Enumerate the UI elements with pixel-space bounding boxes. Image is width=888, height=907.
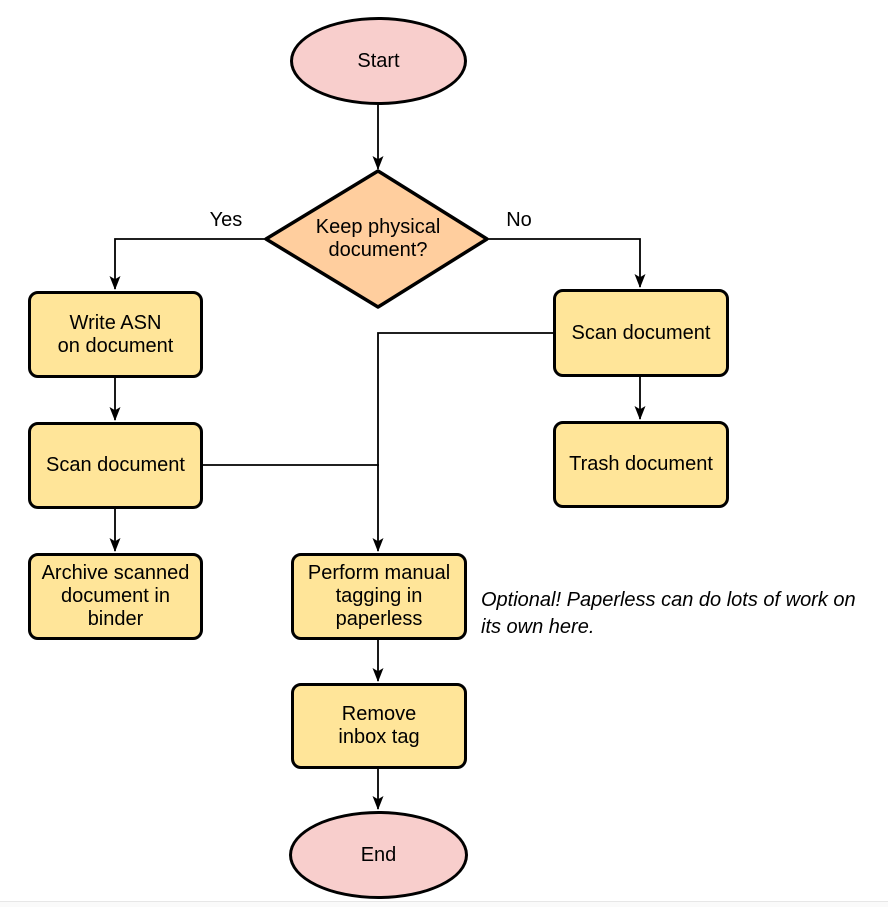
annotation-optional-note: Optional! Paperless can do lots of work … xyxy=(481,589,856,638)
edge-scan-right-to-perform-tagging xyxy=(372,332,553,552)
node-start: Start xyxy=(290,17,467,105)
edge-decision-no-to-scan-right xyxy=(487,238,646,288)
edge-label-no: No xyxy=(506,209,532,231)
edge-decision-yes-to-write-asn xyxy=(109,238,266,290)
node-trash-document: Trash document xyxy=(553,421,729,508)
node-archive-binder: Archive scanned document in binder xyxy=(28,553,203,640)
decision-shape xyxy=(264,169,489,309)
edge-label-yes: Yes xyxy=(209,209,243,231)
node-remove-inbox-tag: Remove inbox tag xyxy=(291,683,467,769)
bottom-divider xyxy=(0,901,888,907)
node-write-asn: Write ASN on document xyxy=(28,291,203,378)
node-end: End xyxy=(289,811,468,899)
node-perform-tagging: Perform manual tagging in paperless xyxy=(291,553,467,640)
node-scan-document-left: Scan document xyxy=(28,422,203,509)
node-decision-label: Keep physical document? xyxy=(315,216,441,261)
node-scan-document-right: Scan document xyxy=(553,289,729,377)
